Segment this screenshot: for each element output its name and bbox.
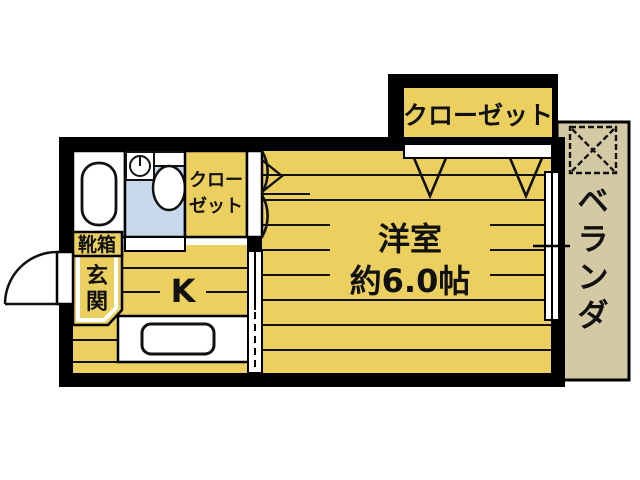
shoe-box-label: 靴箱 — [78, 233, 116, 256]
ac-symbol-diag-2 — [571, 128, 615, 172]
wash-basin — [125, 151, 155, 181]
air-conditioner-outdoor-unit-symbol — [568, 125, 618, 175]
toilet-tank — [153, 151, 186, 167]
closet-door-sill — [403, 143, 553, 159]
balcony-label-char-2: ン — [578, 260, 609, 296]
small-closet-folding-door[interactable] — [261, 159, 284, 193]
wall-stub-kitchen-room — [247, 237, 262, 251]
bathtub — [80, 161, 118, 227]
balcony-label-char-3: ダ — [578, 298, 609, 334]
main-room: 洋室 約6.0帖 — [262, 151, 551, 373]
toilet — [151, 151, 187, 212]
kitchen-sink-basin — [140, 322, 216, 356]
kitchen-door-swing-lower — [260, 194, 269, 238]
small-closet-label-line1: クロー — [189, 170, 243, 191]
shoe-box — [71, 230, 124, 258]
kitchen-sink — [116, 314, 260, 364]
small-closet-floor — [183, 149, 249, 239]
entrance-label-char-1: 関 — [86, 290, 108, 315]
top-closet-floor — [404, 88, 552, 140]
entrance-label-char-0: 玄 — [86, 263, 108, 289]
kitchen-door-frame — [245, 149, 264, 239]
closet-fold-mark-right — [508, 157, 544, 200]
balcony-area: ベ ラ ン ダ — [555, 120, 631, 382]
entrance-door-leaf — [55, 250, 75, 306]
closet-fold-mark-left — [412, 157, 448, 200]
main-room-size: 約6.0帖 — [350, 262, 471, 300]
entrance-area: 靴箱 玄 関 — [71, 230, 124, 327]
balcony-sliding-window[interactable] — [533, 171, 570, 321]
room-sliding-door[interactable] — [247, 250, 263, 374]
toilet-bowl — [151, 164, 187, 212]
small-closet-fold-mark — [261, 159, 284, 193]
small-closet-label-line2: ゼット — [189, 195, 243, 217]
bath-door[interactable] — [124, 236, 186, 252]
entrance-door-swing-arc — [3, 250, 58, 305]
kitchen-label-backing — [160, 270, 206, 310]
small-closet: クロー ゼット — [183, 149, 249, 239]
closet-folding-doors[interactable] — [403, 143, 553, 200]
main-room-label-backing — [330, 216, 490, 296]
wet-area — [71, 149, 187, 252]
main-room-name: 洋室 — [378, 220, 442, 258]
closet-top-label: クローゼット — [403, 101, 553, 130]
entrance-door[interactable] — [3, 250, 75, 306]
balcony-label-char-1: ラ — [578, 222, 609, 258]
balcony-label-char-0: ベ — [578, 184, 609, 220]
kitchen-label: K — [171, 272, 197, 310]
ac-symbol-box — [568, 125, 618, 175]
